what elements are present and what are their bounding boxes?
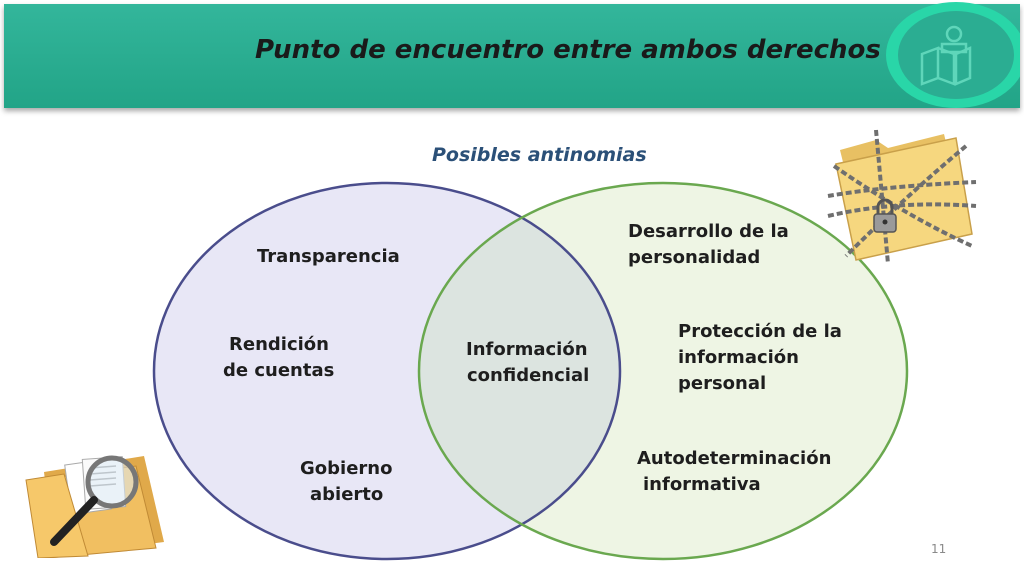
slide-title: Punto de encuentro entre ambos derechos (255, 35, 881, 65)
person-book-logo-icon (886, 2, 1020, 108)
folder-magnifier-icon (25, 455, 164, 558)
right-item-proteccion-3: personal (678, 373, 767, 394)
locked-folder-icon (827, 129, 977, 265)
right-item-desarrollo-2: personalidad (628, 247, 761, 268)
left-item-rendicion-1: Rendición (229, 334, 329, 355)
header-banner (4, 4, 1020, 108)
left-item-gobierno-2: abierto (310, 484, 384, 505)
right-item-proteccion-2: información (678, 347, 799, 368)
right-item-autodeterminacion-2: informativa (643, 474, 761, 495)
right-item-desarrollo-1: Desarrollo de la (628, 221, 789, 242)
right-item-proteccion-1: Protección de la (678, 321, 842, 342)
left-item-transparencia: Transparencia (257, 246, 400, 267)
intersection-region (419, 183, 620, 559)
page-number: 11 (931, 542, 947, 556)
diagram-subtitle: Posibles antinomias (432, 144, 647, 166)
left-item-rendicion-2: de cuentas (223, 360, 335, 381)
right-item-autodeterminacion-1: Autodeterminación (637, 448, 832, 469)
intersection-item-1: Información (466, 339, 588, 360)
left-item-gobierno-1: Gobierno (300, 458, 393, 479)
intersection-item-2: confidencial (467, 365, 590, 386)
